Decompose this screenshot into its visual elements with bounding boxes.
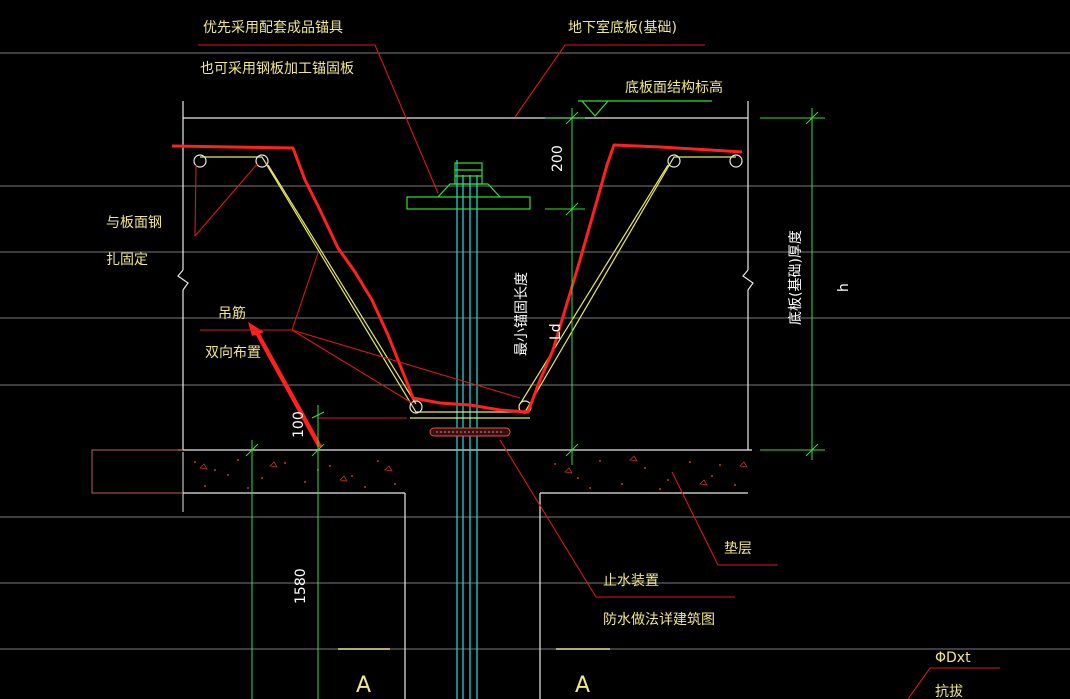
cushion-layer (182, 452, 748, 699)
dim-200: 200 (550, 145, 566, 172)
pile-type-label: 抗拔 (935, 684, 963, 699)
anchor-plate (406, 162, 531, 210)
pile-spec-label: ΦDxt (935, 650, 971, 666)
waterstop-label-1: 止水装置 (603, 573, 659, 589)
min-anchor-label: 最小锚固长度 (514, 272, 530, 356)
level-marker (578, 100, 712, 117)
basement-slab-label: 地下室底板(基础) (568, 19, 677, 36)
dim-1580: 1580 (293, 568, 309, 604)
dimension-lines (245, 108, 825, 699)
red-markup (171, 143, 743, 414)
h-label: h (836, 283, 852, 292)
section-a-right: A (575, 673, 590, 698)
hanger-label-1: 吊筋 (218, 305, 246, 322)
hanger-bars (200, 156, 736, 419)
slab-level-label: 底板面结构标高 (625, 79, 723, 96)
tie-label-2: 扎固定 (106, 252, 148, 268)
section-a-left: A (356, 673, 371, 698)
leader-lines (194, 44, 1000, 699)
ld-label: Ld (548, 323, 564, 340)
cushion-label: 垫层 (724, 541, 752, 557)
waterstop-device (429, 427, 511, 437)
slab-thickness-label: 底板(基础)厚度 (787, 230, 804, 325)
slab-outline (177, 101, 754, 451)
anchor-pref-label: 优先采用配套成品锚具 (203, 20, 343, 36)
rebar-circles (193, 154, 743, 414)
hanger-label-2: 双向布置 (205, 345, 261, 361)
anchor-alt-label: 也可采用钢板加工锚固板 (200, 61, 354, 77)
left-edge-bracket (91, 449, 183, 494)
waterstop-label-2: 防水做法详建筑图 (603, 612, 715, 628)
reference-lines (0, 52, 1070, 650)
dim-100: 100 (291, 411, 307, 438)
tie-label-1: 与板面钢 (106, 215, 162, 231)
red-arrow (248, 322, 322, 448)
